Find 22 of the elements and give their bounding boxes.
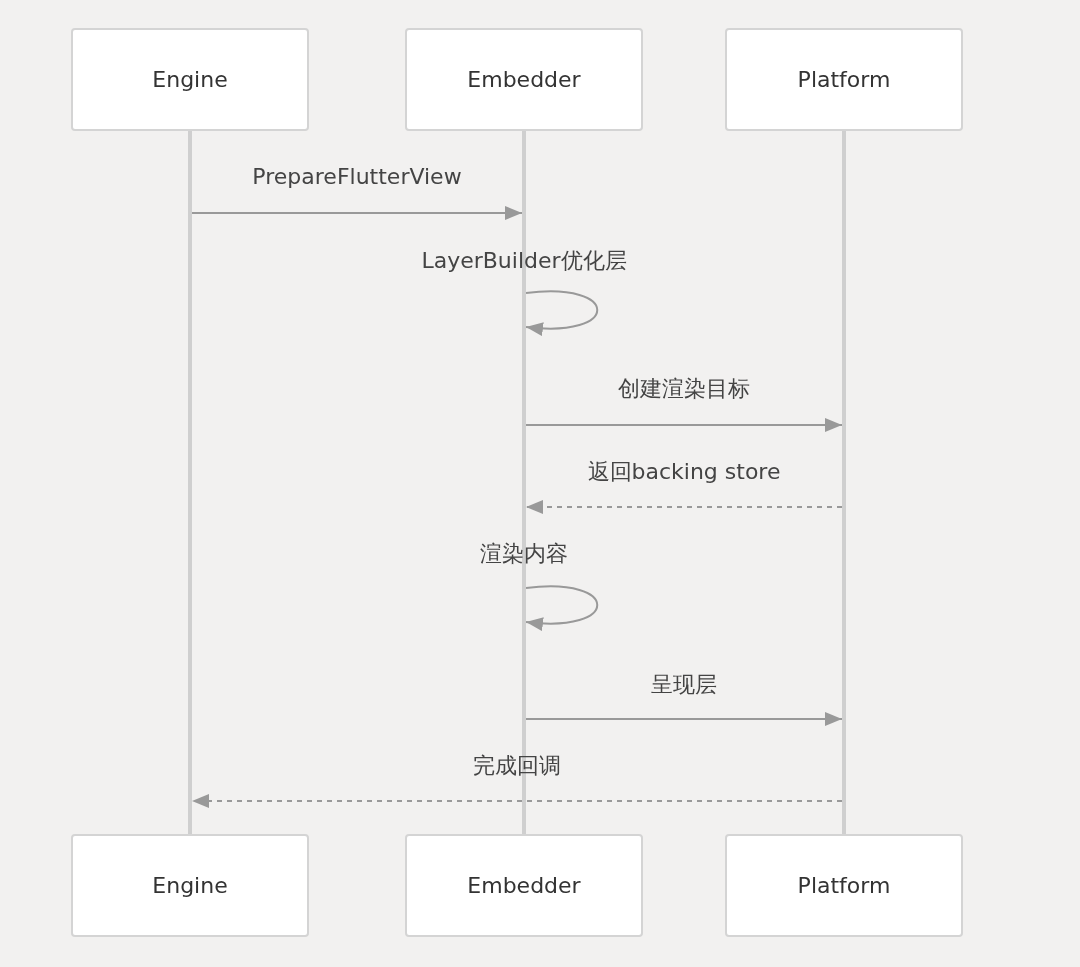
message-label: 返回backing store xyxy=(587,458,781,486)
lifeline xyxy=(188,131,192,834)
message-label: LayerBuilder优化层 xyxy=(421,247,627,275)
message-label: 创建渲染目标 xyxy=(618,375,750,403)
message-arrow xyxy=(525,418,843,432)
participant-box: Platform xyxy=(725,28,963,131)
message-label: 呈现层 xyxy=(651,671,717,699)
participant-box: Engine xyxy=(71,834,309,937)
message-label: PrepareFlutterView xyxy=(252,163,462,191)
message-arrow xyxy=(525,500,843,514)
message-label: 渲染内容 xyxy=(480,540,568,568)
message-arrow xyxy=(525,585,599,631)
participant-box: Platform xyxy=(725,834,963,937)
message-arrow xyxy=(525,712,843,726)
participant-box: Embedder xyxy=(405,834,643,937)
message-label: 完成回调 xyxy=(473,752,561,780)
participant-box: Engine xyxy=(71,28,309,131)
message-arrow xyxy=(525,290,599,336)
message-arrow xyxy=(191,206,523,220)
message-arrow xyxy=(191,794,843,808)
lifeline xyxy=(842,131,846,834)
participant-box: Embedder xyxy=(405,28,643,131)
